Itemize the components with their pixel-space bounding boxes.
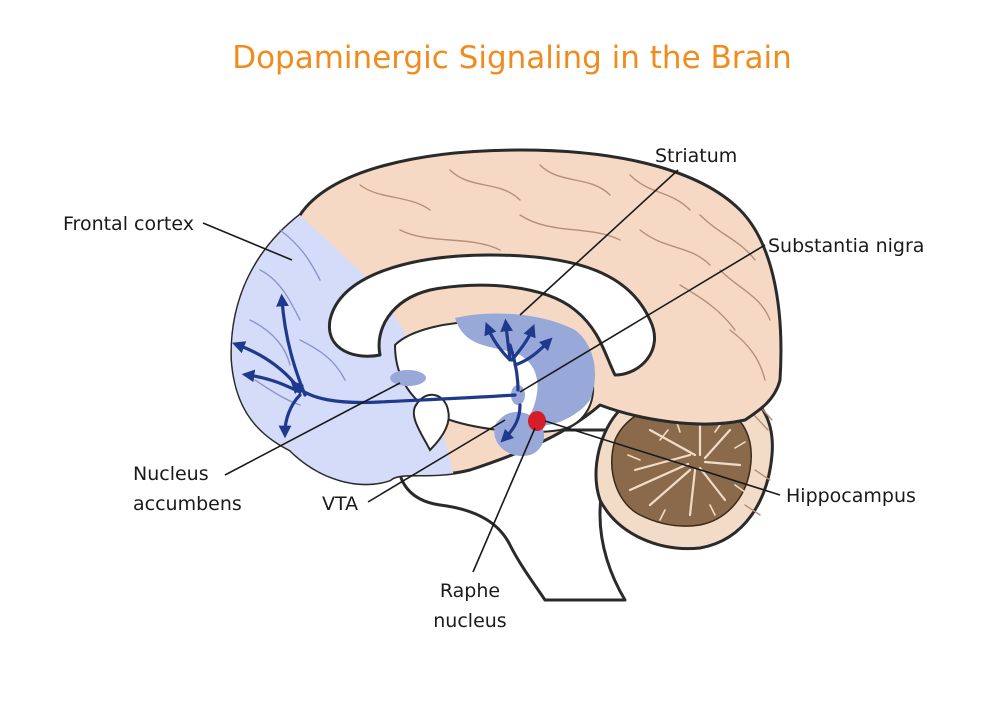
leader-nucleus-accumbens bbox=[224, 382, 401, 476]
leader-lines bbox=[202, 169, 781, 573]
labels: Frontal cortex Striatum Substantia nigra… bbox=[63, 145, 924, 632]
label-striatum: Striatum bbox=[655, 145, 737, 167]
frontal-region bbox=[231, 180, 460, 484]
corpus-callosum bbox=[328, 253, 657, 377]
raphe-nucleus-dot bbox=[528, 411, 546, 431]
label-frontal-cortex: Frontal cortex bbox=[63, 213, 194, 235]
substantia-nigra-region bbox=[511, 385, 525, 405]
label-vta: VTA bbox=[322, 493, 358, 515]
dopamine-pathways bbox=[231, 293, 553, 443]
label-raphe-nucleus-line2: nucleus bbox=[433, 610, 506, 632]
label-substantia-nigra: Substantia nigra bbox=[768, 235, 924, 257]
diagram-title: Dopaminergic Signaling in the Brain bbox=[232, 40, 792, 76]
leader-striatum bbox=[519, 169, 679, 316]
leader-vta bbox=[367, 419, 506, 503]
label-hippocampus: Hippocampus bbox=[786, 485, 916, 507]
leader-raphe-nucleus bbox=[472, 427, 536, 573]
label-nucleus-accumbens-line2: accumbens bbox=[133, 493, 242, 515]
striatum-region bbox=[455, 313, 595, 427]
label-nucleus-accumbens-line1: Nucleus bbox=[133, 463, 209, 485]
leader-substantia-nigra bbox=[519, 244, 766, 393]
leader-hippocampus bbox=[544, 420, 781, 496]
leader-frontal-cortex bbox=[202, 222, 293, 261]
nucleus-accumbens-region bbox=[390, 370, 426, 386]
label-raphe-nucleus-line1: Raphe bbox=[440, 580, 500, 602]
